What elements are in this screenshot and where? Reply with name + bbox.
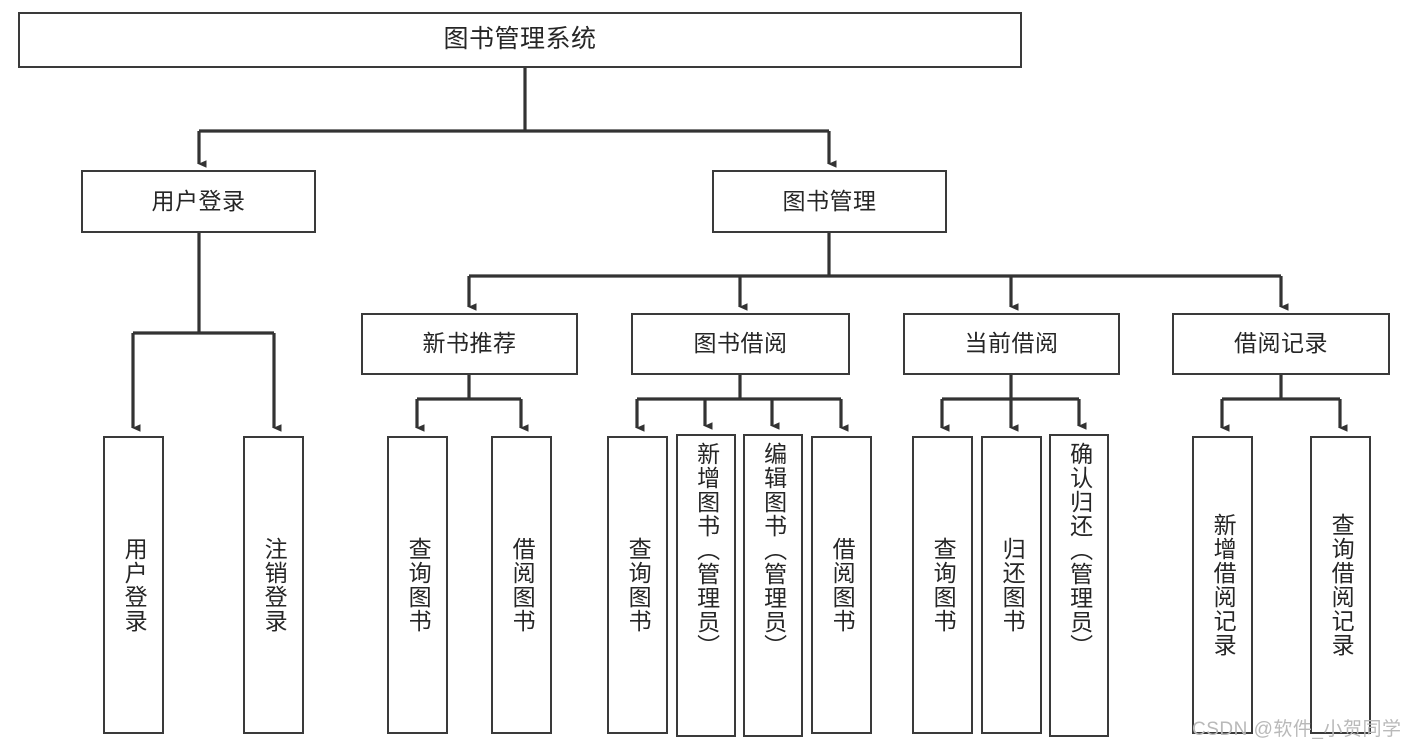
node-borrow-record[interactable]: 借阅记录 [1172, 313, 1390, 375]
leaf-user-logout[interactable]: 注销登录 [243, 436, 304, 734]
node-label: 图书管理系统 [443, 25, 597, 54]
leaf-return-book[interactable]: 归还图书 [981, 436, 1042, 734]
node-book-manage[interactable]: 图书管理 [712, 170, 947, 233]
leaf-borrow-book-2[interactable]: 借阅图书 [811, 436, 872, 734]
node-current-borrow[interactable]: 当前借阅 [903, 313, 1120, 375]
leaf-edit-book[interactable]: 编辑图书（管理员） [743, 434, 803, 737]
node-label: 新增借阅记录 [1210, 513, 1237, 657]
node-label: 新书推荐 [422, 330, 517, 357]
node-label: 图书管理 [782, 187, 877, 214]
node-label: 借阅记录 [1234, 330, 1328, 357]
node-book-borrow[interactable]: 图书借阅 [631, 313, 850, 375]
leaf-borrow-book-1[interactable]: 借阅图书 [491, 436, 552, 734]
node-label: 新增图书（管理员） [693, 442, 720, 658]
node-label: 编辑图书（管理员） [760, 442, 787, 658]
node-label: 借阅图书 [509, 537, 536, 633]
node-user-login[interactable]: 用户登录 [81, 170, 316, 233]
node-label: 确认归还（管理员） [1066, 442, 1093, 658]
node-label: 借阅图书 [829, 537, 856, 633]
leaf-query-book-2[interactable]: 查询图书 [607, 436, 668, 734]
leaf-confirm-return[interactable]: 确认归还（管理员） [1049, 434, 1109, 737]
leaf-user-login[interactable]: 用户登录 [103, 436, 164, 734]
csdn-watermark: CSDN @软件_小贺同学 [1192, 719, 1402, 740]
node-label: 图书借阅 [693, 330, 788, 357]
node-label: 查询图书 [625, 537, 652, 633]
node-label: 当前借阅 [964, 330, 1059, 357]
node-label: 归还图书 [999, 537, 1026, 633]
node-label: 查询图书 [930, 537, 957, 633]
node-root-system[interactable]: 图书管理系统 [18, 12, 1022, 68]
node-label: 用户登录 [151, 187, 246, 214]
node-label: 查询借阅记录 [1328, 513, 1355, 657]
leaf-add-record[interactable]: 新增借阅记录 [1192, 436, 1253, 734]
leaf-query-book-1[interactable]: 查询图书 [387, 436, 448, 734]
node-new-book-recommend[interactable]: 新书推荐 [361, 313, 578, 375]
leaf-add-book[interactable]: 新增图书（管理员） [676, 434, 736, 737]
node-label: 注销登录 [261, 537, 288, 633]
node-label: 用户登录 [121, 537, 148, 633]
leaf-query-record[interactable]: 查询借阅记录 [1310, 436, 1371, 734]
leaf-query-book-3[interactable]: 查询图书 [912, 436, 973, 734]
node-label: 查询图书 [405, 537, 432, 633]
